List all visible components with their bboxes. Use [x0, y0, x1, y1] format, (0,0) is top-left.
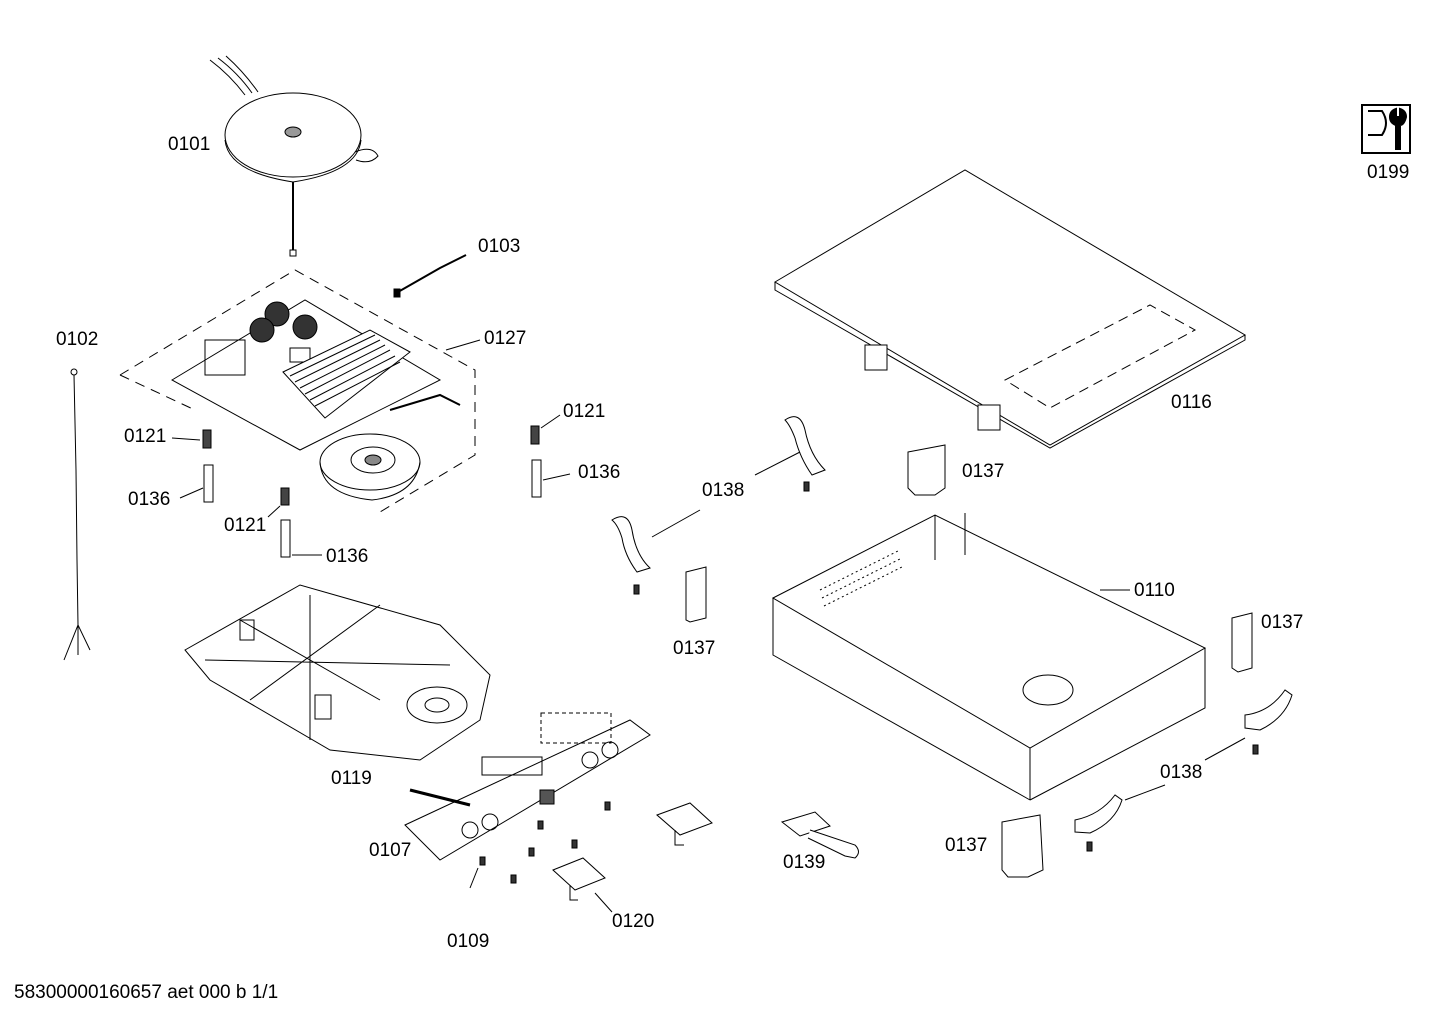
label-0137-lower: 0137	[945, 835, 988, 856]
label-0109: 0109	[447, 931, 490, 952]
clip-upper	[754, 416, 826, 492]
label-0136-left: 0136	[128, 489, 171, 510]
label-0119: 0119	[331, 768, 372, 789]
clip-left	[611, 509, 701, 595]
label-0103: 0103	[478, 236, 521, 257]
label-0120: 0120	[612, 911, 655, 932]
clip-right	[1204, 689, 1293, 761]
label-0199: 0199	[1367, 162, 1410, 183]
spacer-right	[531, 459, 571, 498]
control-board	[404, 712, 651, 861]
cable-harness	[63, 368, 91, 661]
spring-right	[530, 414, 561, 445]
label-0138-lower: 0138	[1160, 762, 1203, 783]
label-0116: 0116	[1171, 392, 1212, 413]
scraper-tool	[780, 811, 859, 859]
label-0138-upper: 0138	[702, 480, 745, 501]
power-board-outline	[119, 269, 476, 516]
power-module-board	[170, 299, 461, 501]
label-0136-right: 0136	[578, 462, 621, 483]
label-0137-upper: 0137	[962, 461, 1005, 482]
foot-left	[685, 566, 707, 623]
foot-lower	[1001, 814, 1044, 878]
leader-lines	[445, 339, 1130, 591]
foot-right	[1231, 612, 1253, 673]
label-0121-middle: 0121	[224, 515, 267, 536]
label-0127: 0127	[484, 328, 527, 349]
document-footer: 58300000160657 aet 000 b 1/1	[14, 982, 279, 1003]
label-0121-left: 0121	[124, 426, 167, 447]
label-0107: 0107	[369, 840, 412, 861]
spring-left	[171, 429, 212, 449]
spacer-middle	[280, 519, 322, 558]
support-frame	[184, 584, 491, 761]
label-0137-right: 0137	[1261, 612, 1304, 633]
spring-middle	[267, 487, 290, 518]
induction-coil	[209, 55, 379, 257]
label-0136-middle: 0136	[326, 546, 369, 567]
foot-upper	[907, 444, 946, 496]
glass-cooktop	[774, 169, 1247, 449]
mounting-bracket	[552, 802, 713, 913]
housing-tray	[771, 513, 1207, 801]
clip-lower	[1074, 784, 1166, 852]
label-0102: 0102	[56, 329, 99, 350]
label-0137-left: 0137	[673, 638, 716, 659]
screws-control-board	[469, 801, 611, 889]
label-0101: 0101	[168, 134, 211, 155]
wire-connector	[393, 254, 467, 298]
spacer-left	[179, 464, 214, 503]
label-0110: 0110	[1134, 580, 1175, 601]
label-0139: 0139	[783, 852, 826, 873]
service-wrench-icon	[1360, 103, 1412, 160]
label-0121-right: 0121	[563, 401, 606, 422]
